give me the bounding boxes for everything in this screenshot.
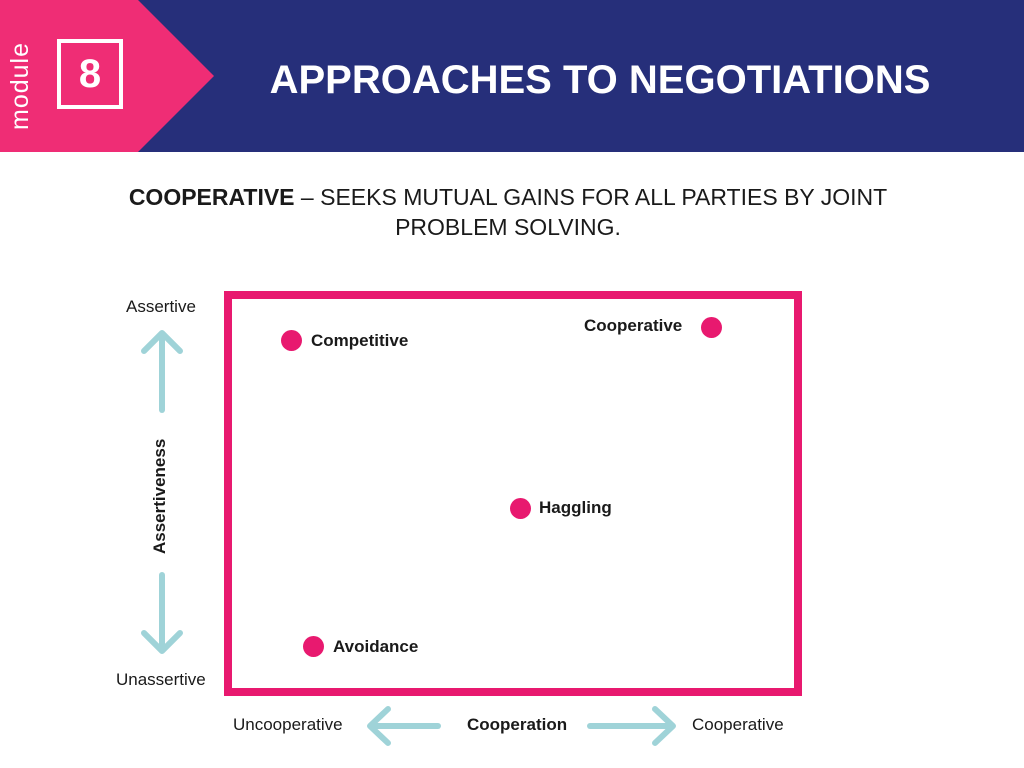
x-axis-right-arrow [587,706,676,746]
subtitle: COOPERATIVE – SEEKS MUTUAL GAINS FOR ALL… [100,182,916,242]
y-axis-title: Assertiveness [150,438,169,554]
y-axis-bottom-label: Unassertive [116,670,206,689]
page-title: APPROACHES TO NEGOTIATIONS [269,58,931,102]
point-avoidance-marker [303,636,324,657]
x-axis-left-arrow [367,706,441,746]
y-axis-up-arrow [141,330,183,413]
point-competitive-label: Competitive [311,331,409,350]
header-banner: module 8 APPROACHES TO NEGOTIATIONS [0,0,1024,152]
module-number-badge: 8 [57,39,123,109]
point-cooperative-marker [701,317,722,338]
point-avoidance-label: Avoidance [333,637,419,656]
y-axis-top-label: Assertive [126,297,196,316]
x-axis-title: Cooperation [467,715,568,734]
quadrant-frame [224,291,802,696]
header-accent-shape [0,0,214,152]
y-axis-down-arrow [141,572,183,654]
subtitle-lead: COOPERATIVE [128,184,295,210]
x-axis-left-label: Uncooperative [233,715,343,734]
point-haggling-marker [510,498,531,519]
subtitle-rest: – SEEKS MUTUAL GAINS FOR ALL PARTIES BY … [294,184,888,240]
x-axis-right-label: Cooperative [692,715,784,734]
point-competitive-marker [281,330,302,351]
point-haggling-label: Haggling [539,498,612,517]
module-number: 8 [78,51,102,96]
point-cooperative-label: Cooperative [584,316,683,335]
